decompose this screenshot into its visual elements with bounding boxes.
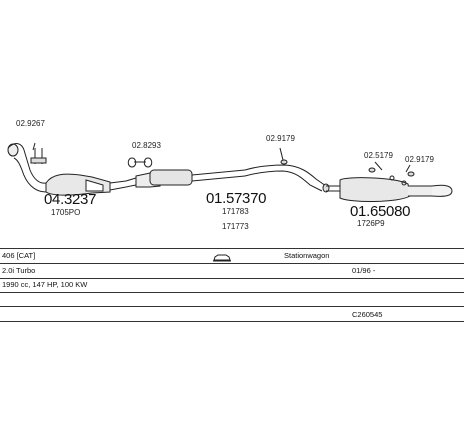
middle-silencer-ref-2: 171773	[222, 222, 249, 231]
part-number-rear-silencer: 01.65080	[350, 203, 411, 220]
table-divider	[0, 248, 464, 249]
catalyst-ref: 1705PO	[51, 208, 81, 217]
intermediate-pipe	[244, 164, 330, 193]
catalyst	[45, 173, 127, 196]
table-divider	[0, 263, 464, 264]
part-number-catalyst: 04.3237	[44, 191, 97, 208]
catalog-code: C260545	[352, 310, 383, 319]
vehicle-model: 406 [CAT]	[2, 251, 36, 260]
rear-silencer	[326, 175, 453, 203]
vehicle-spec: 1990 cc, 147 HP, 100 KW	[2, 280, 88, 289]
hanger-3	[405, 164, 415, 177]
clamp-2	[127, 157, 153, 168]
table-divider	[0, 306, 464, 307]
part-number-middle-silencer: 01.57370	[206, 190, 267, 207]
rear-silencer-ref: 1726P9	[357, 219, 385, 228]
table-divider	[0, 292, 464, 293]
vehicle-body: Stationwagon	[284, 251, 330, 260]
part-number-clamp-1: 02.9267	[16, 119, 45, 128]
table-divider	[0, 278, 464, 279]
part-number-hanger-1: 02.9179	[266, 134, 295, 143]
table-divider	[0, 321, 464, 322]
middle-silencer-ref-1: 171783	[222, 207, 249, 216]
middle-silencer	[125, 169, 246, 188]
hanger-1	[279, 147, 288, 165]
vehicle-date: 01/96 -	[352, 266, 376, 275]
clamp-1	[30, 142, 47, 164]
exhaust-drawing	[7, 142, 453, 203]
car-icon	[212, 250, 232, 262]
part-number-hanger-2: 02.5179	[364, 151, 393, 160]
exhaust-diagram: 02.9267 04.3237 1705PO 02.8293 01.57370 …	[7, 119, 453, 231]
part-number-clamp-2: 02.8293	[132, 141, 161, 150]
vehicle-engine: 2.0i Turbo	[2, 266, 36, 275]
part-number-hanger-3: 02.9179	[405, 155, 434, 164]
hanger-2	[368, 161, 383, 173]
front-pipe	[7, 143, 47, 193]
